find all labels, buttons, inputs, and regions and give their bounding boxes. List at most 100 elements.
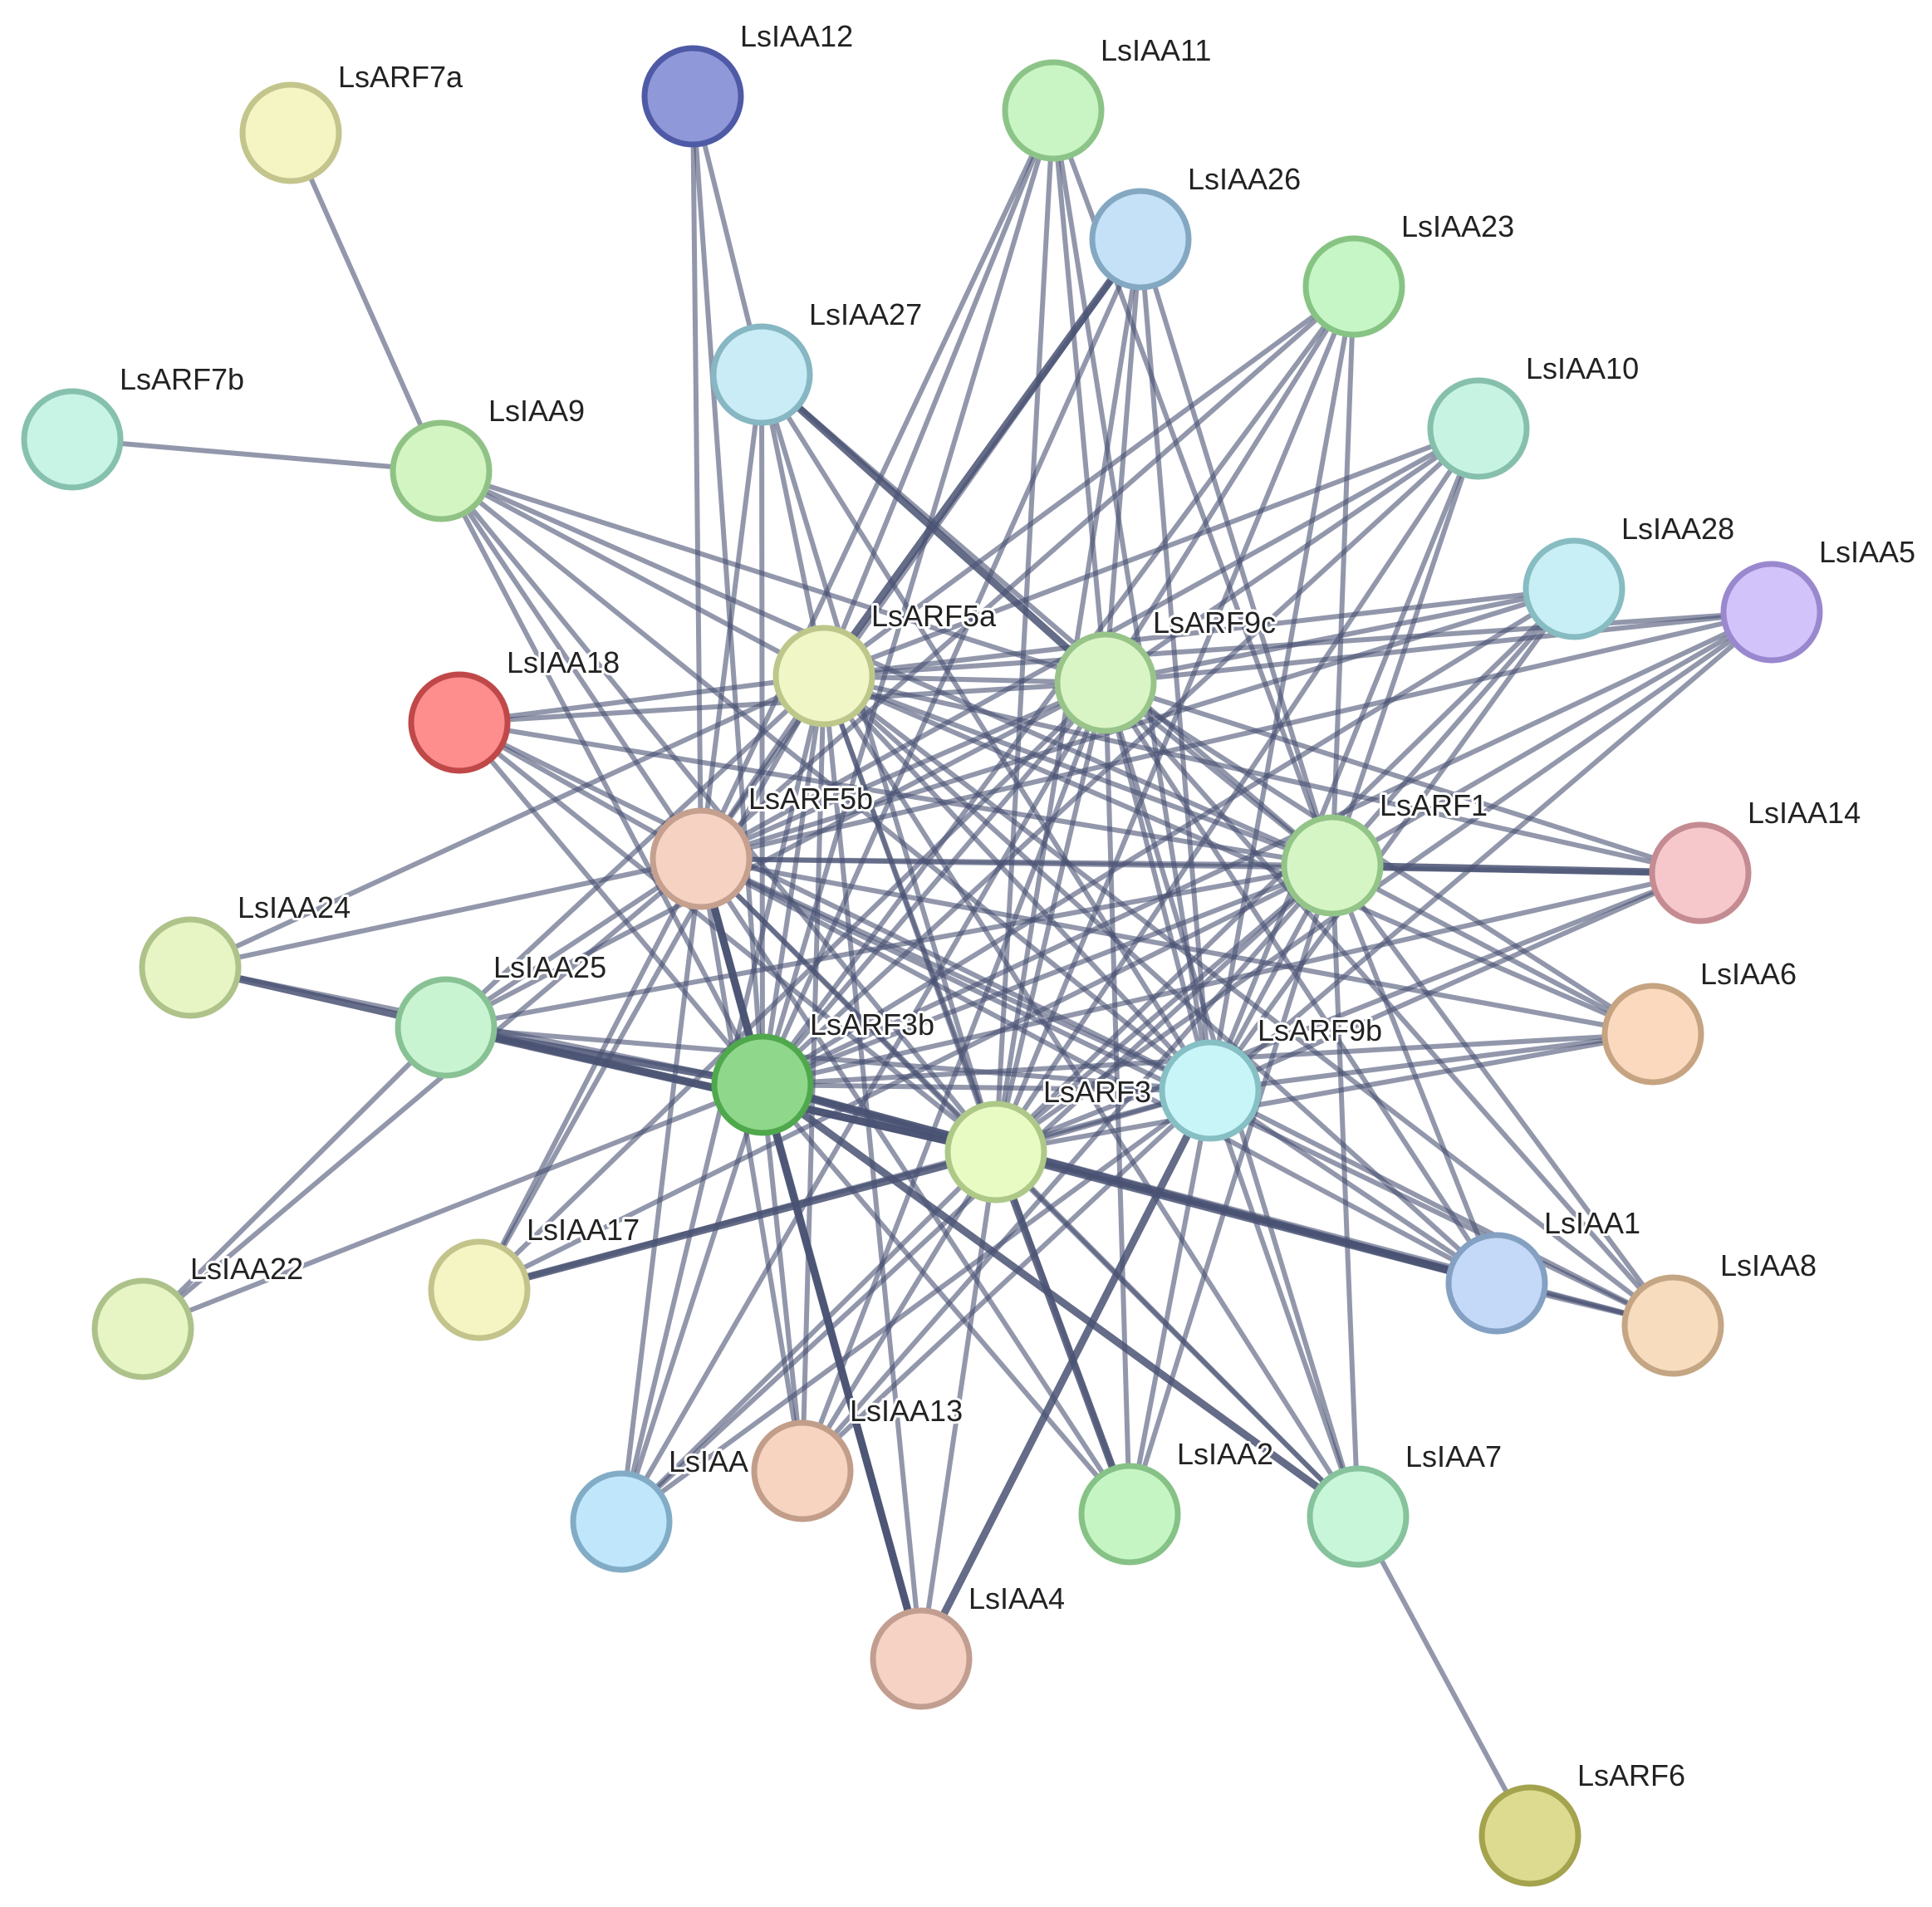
node-lsarf5a[interactable]: LsARF5a xyxy=(772,596,999,728)
node-circle[interactable] xyxy=(711,1033,814,1136)
edge-lsiaa-hidden-lsarf9c xyxy=(619,680,1108,1524)
node-circle[interactable] xyxy=(1523,537,1626,640)
edge-lsiaa28-lsarf9c xyxy=(1103,586,1576,685)
node-lsarf9c[interactable]: LsARF9c xyxy=(1054,603,1278,734)
node-lsiaa26[interactable]: LsIAA26 xyxy=(1089,159,1303,291)
edge-lsiaa14-lsarf5a xyxy=(821,674,1703,875)
node-lsarf9b[interactable]: LsARF9b xyxy=(1159,1011,1385,1142)
node-circle[interactable] xyxy=(772,625,875,728)
edge-lsiaa7-lsarf5a xyxy=(821,674,1361,1519)
edge-lsiaa7-lsarf1 xyxy=(1330,863,1361,1519)
edge-lsiaa25-lsiaa22 xyxy=(140,1025,449,1331)
node-circle[interactable] xyxy=(21,388,124,491)
edge-lsiaa13-lsarf3b xyxy=(760,1082,805,1473)
node-circle[interactable] xyxy=(428,1238,531,1341)
node-lsiaa4[interactable]: LsIAA4 xyxy=(870,1579,1067,1710)
edge-lsiaa-hidden-lsarf5b xyxy=(619,856,704,1524)
node-circle[interactable] xyxy=(1089,188,1192,291)
node-lsiaa11[interactable]: LsIAA11 xyxy=(1002,31,1214,162)
node-lsiaa1[interactable]: LsIAA1 xyxy=(1445,1204,1643,1335)
node-lsiaa22[interactable]: LsIAA22 xyxy=(91,1249,306,1380)
node-circle[interactable] xyxy=(1601,983,1704,1086)
edge-lsiaa11-lsarf9c xyxy=(1051,108,1108,685)
node-circle[interactable] xyxy=(1302,235,1405,338)
node-label: LsARF9b xyxy=(1258,1013,1382,1047)
node-label: LsIAA1 xyxy=(1544,1206,1640,1240)
node-label: LsIAA27 xyxy=(809,297,922,331)
node-circle[interactable] xyxy=(1478,1784,1581,1887)
node-circle[interactable] xyxy=(1720,561,1823,664)
edge-lsiaa1-lsarf5b xyxy=(699,856,1499,1286)
node-circle[interactable] xyxy=(395,976,498,1079)
node-circle[interactable] xyxy=(1621,1274,1724,1377)
edge-lsiaa5-lsarf1 xyxy=(1330,610,1774,868)
node-lsarf3b[interactable]: LsARF3b xyxy=(711,1005,937,1136)
node-circle[interactable] xyxy=(944,1101,1047,1204)
edge-lsiaa1-lsarf5a xyxy=(821,674,1499,1286)
node-circle[interactable] xyxy=(641,45,744,148)
edge-lsiaa24-lsarf5b xyxy=(188,856,704,970)
node-lsiaa7[interactable]: LsIAA7 xyxy=(1307,1437,1504,1568)
node-lsarf7a[interactable]: LsARF7a xyxy=(239,57,466,184)
node-label: LsIAA28 xyxy=(1621,512,1734,546)
node-lsiaa28[interactable]: LsIAA28 xyxy=(1523,509,1737,640)
node-lsiaa12[interactable]: LsIAA12 xyxy=(641,17,856,148)
edge-lsarf5b-lsarf3 xyxy=(699,856,998,1154)
node-circle[interactable] xyxy=(139,916,242,1019)
edge-lsiaa1-lsarf9b xyxy=(1208,1088,1499,1286)
node-lsarf5b[interactable]: LsARF5b xyxy=(650,779,875,910)
node-label: LsARF7b xyxy=(120,362,244,396)
node-lsiaa18[interactable]: LsIAA18 xyxy=(408,643,622,774)
node-lsiaa10[interactable]: LsIAA10 xyxy=(1427,349,1641,480)
node-circle[interactable] xyxy=(570,1470,673,1573)
node-lsiaa9[interactable]: LsIAA9 xyxy=(390,391,587,522)
node-circle[interactable] xyxy=(408,671,511,774)
node-lsiaa17[interactable]: LsIAA17 xyxy=(428,1210,642,1341)
node-lsiaa5[interactable]: LsIAA5 xyxy=(1720,532,1918,664)
node-lsiaa27[interactable]: LsIAA27 xyxy=(710,295,924,426)
node-circle[interactable] xyxy=(870,1607,973,1710)
edge-lsiaa22-lsarf3b xyxy=(140,1082,765,1331)
node-circle[interactable] xyxy=(390,419,493,522)
node-circle[interactable] xyxy=(1281,814,1384,917)
node-lsiaa6[interactable]: LsIAA6 xyxy=(1601,954,1799,1086)
node-lsarf7b[interactable]: LsARF7b xyxy=(21,360,247,491)
node-circle[interactable] xyxy=(1307,1465,1410,1568)
node-circle[interactable] xyxy=(239,81,342,184)
node-circle[interactable] xyxy=(1054,631,1157,734)
edge-lsiaa2-lsarf1 xyxy=(1127,863,1335,1517)
node-lsiaa23[interactable]: LsIAA23 xyxy=(1302,207,1517,338)
node-circle[interactable] xyxy=(650,807,753,910)
node-lsiaa25[interactable]: LsIAA25 xyxy=(395,948,609,1079)
node-circle[interactable] xyxy=(1427,377,1530,480)
node-circle[interactable] xyxy=(1078,1463,1181,1566)
node-lsarf6[interactable]: LsARF6 xyxy=(1478,1756,1688,1887)
edge-lsarf7a-lsiaa9 xyxy=(288,130,444,473)
edge-lsiaa-hidden-lsarf9b xyxy=(619,1088,1213,1524)
node-circle[interactable] xyxy=(1159,1039,1262,1142)
edge-lsiaa5-lsarf9c xyxy=(1103,610,1774,685)
edge-lsiaa23-lsarf3 xyxy=(993,284,1356,1154)
edge-lsiaa11-lsarf5b xyxy=(699,108,1056,861)
node-lsiaa24[interactable]: LsIAA24 xyxy=(139,888,353,1019)
node-label: LsARF6 xyxy=(1577,1758,1685,1792)
node-label: LsIAA12 xyxy=(740,19,853,53)
edge-lsiaa23-lsarf9c xyxy=(1103,284,1356,685)
edge-lsiaa24-lsarf5a xyxy=(188,674,826,970)
node-circle[interactable] xyxy=(1445,1232,1548,1335)
node-circle[interactable] xyxy=(710,323,813,426)
node-lsiaa2[interactable]: LsIAA2 xyxy=(1078,1434,1276,1566)
node-circle[interactable] xyxy=(751,1419,854,1522)
node-circle[interactable] xyxy=(91,1277,194,1380)
node-circle[interactable] xyxy=(1002,59,1105,162)
node-lsiaa8[interactable]: LsIAA8 xyxy=(1621,1246,1819,1377)
edge-lsiaa26-lsarf5b xyxy=(699,237,1143,861)
edge-lsiaa27-lsarf5a xyxy=(759,372,826,679)
node-lsiaa-hidden[interactable]: LsIAA xyxy=(570,1442,751,1573)
node-circle[interactable] xyxy=(1649,821,1752,924)
node-lsarf3[interactable]: LsARF3 xyxy=(944,1072,1154,1204)
node-label: LsIAA2 xyxy=(1177,1437,1273,1471)
node-lsarf1[interactable]: LsARF1 xyxy=(1281,786,1490,917)
node-lsiaa14[interactable]: LsIAA14 xyxy=(1649,793,1863,924)
node-lsiaa13[interactable]: LsIAA13 xyxy=(751,1391,965,1522)
